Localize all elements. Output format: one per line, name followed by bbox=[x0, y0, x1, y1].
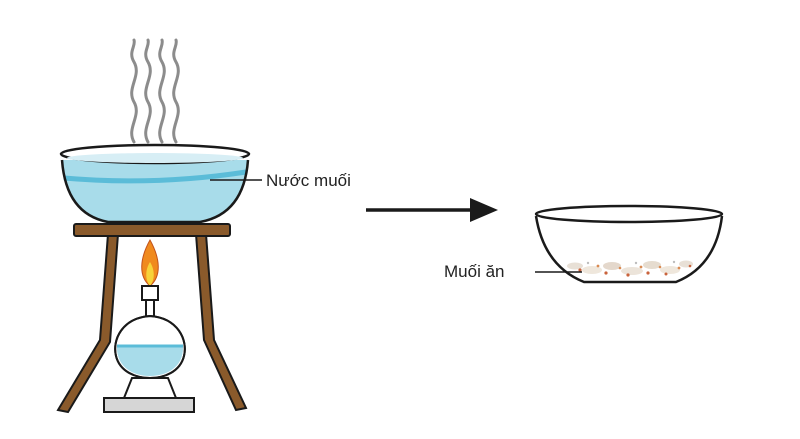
lamp-wick-holder bbox=[141, 285, 159, 301]
lamp-liquid bbox=[116, 346, 184, 376]
arrow-right-icon bbox=[366, 198, 498, 222]
lamp-base-plate bbox=[103, 397, 195, 413]
alcohol-lamp-icon bbox=[103, 238, 195, 413]
label-table-salt: Muối ăn bbox=[444, 262, 504, 281]
dish-table-salt bbox=[534, 204, 724, 284]
bowl-salt-water bbox=[59, 143, 251, 224]
tripod-stand bbox=[56, 223, 248, 414]
stand-leg-right bbox=[194, 233, 248, 412]
label-salt-water: Nước muối bbox=[266, 171, 351, 190]
stand-top bbox=[73, 223, 231, 237]
salt-crystals bbox=[567, 260, 693, 277]
lamp-foot bbox=[122, 377, 178, 399]
steam-icon bbox=[130, 38, 180, 144]
flame-inner bbox=[146, 262, 154, 286]
stand-leg-left bbox=[56, 233, 120, 414]
